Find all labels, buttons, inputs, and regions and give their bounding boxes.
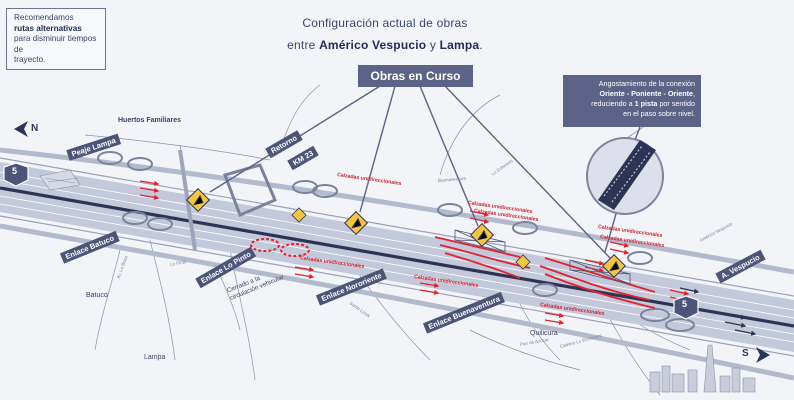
north-arrow-icon bbox=[14, 121, 28, 137]
title-line-2: entre Américo Vespucio y Lampa. bbox=[250, 34, 520, 56]
city-skyline-icon bbox=[649, 344, 756, 393]
cloverleaf-ramp-icon bbox=[97, 151, 695, 332]
title-pre: entre bbox=[287, 38, 316, 52]
info-highlight-2: 1 pista bbox=[634, 99, 658, 108]
route-shield-number-west: 5 bbox=[12, 166, 18, 176]
label-huertos-familiares: Huertos Familiares bbox=[118, 117, 182, 124]
notice-line-3: para disminuir tiempos de bbox=[14, 34, 97, 54]
label-quilicura: Quilicura bbox=[530, 330, 558, 337]
works-sign-icon bbox=[185, 187, 627, 279]
page-title: Configuración actual de obras entre Amér… bbox=[250, 12, 520, 56]
title-place-1: Américo Vespucio bbox=[319, 38, 427, 52]
info-line-4: en el paso sobre nivel. bbox=[623, 109, 695, 118]
info-highlight-1: Oriente - Poniente - Oriente bbox=[599, 89, 693, 98]
title-line-1: Configuración actual de obras bbox=[302, 16, 468, 30]
works-in-progress-badge: Obras en Curso bbox=[358, 65, 473, 87]
route-5-shield-icon bbox=[3, 162, 699, 320]
callout-lines bbox=[209, 85, 611, 259]
notice-line-1: Recomendamos bbox=[14, 13, 74, 22]
alternative-routes-notice: Recomendamos rutas alternativas para dis… bbox=[6, 8, 106, 70]
works-lanes bbox=[434, 236, 656, 309]
lane-lines bbox=[0, 171, 794, 343]
narrowing-info-box: Angostamiento de la conexión Oriente - P… bbox=[563, 75, 701, 127]
title-mid: y bbox=[429, 38, 437, 52]
label-batuco: Batuco bbox=[86, 292, 108, 299]
south-arrow-icon bbox=[756, 347, 770, 363]
notice-line-4: trayecto. bbox=[14, 55, 46, 64]
label-lampa: Lampa bbox=[144, 354, 166, 361]
dark-direction-arrows bbox=[679, 287, 757, 336]
closed-ramps bbox=[250, 238, 310, 257]
south-label: S bbox=[742, 348, 749, 359]
route-shield-number-east: 5 bbox=[682, 299, 688, 309]
info-line-1: Angostamiento de la conexión bbox=[598, 79, 695, 88]
info-line-3-pre: reduciendo a bbox=[591, 99, 633, 108]
red-direction-arrows bbox=[139, 180, 690, 325]
info-line-3-end: por sentido bbox=[659, 99, 695, 108]
title-end: . bbox=[479, 38, 483, 52]
central-dark-lanes bbox=[0, 186, 794, 328]
toll-plaza bbox=[39, 169, 81, 191]
title-place-2: Lampa bbox=[439, 38, 480, 52]
notice-highlight: rutas alternativas bbox=[14, 23, 82, 33]
detail-circle bbox=[586, 126, 664, 253]
north-label: N bbox=[31, 123, 39, 134]
info-line-2-end: , bbox=[693, 89, 695, 98]
